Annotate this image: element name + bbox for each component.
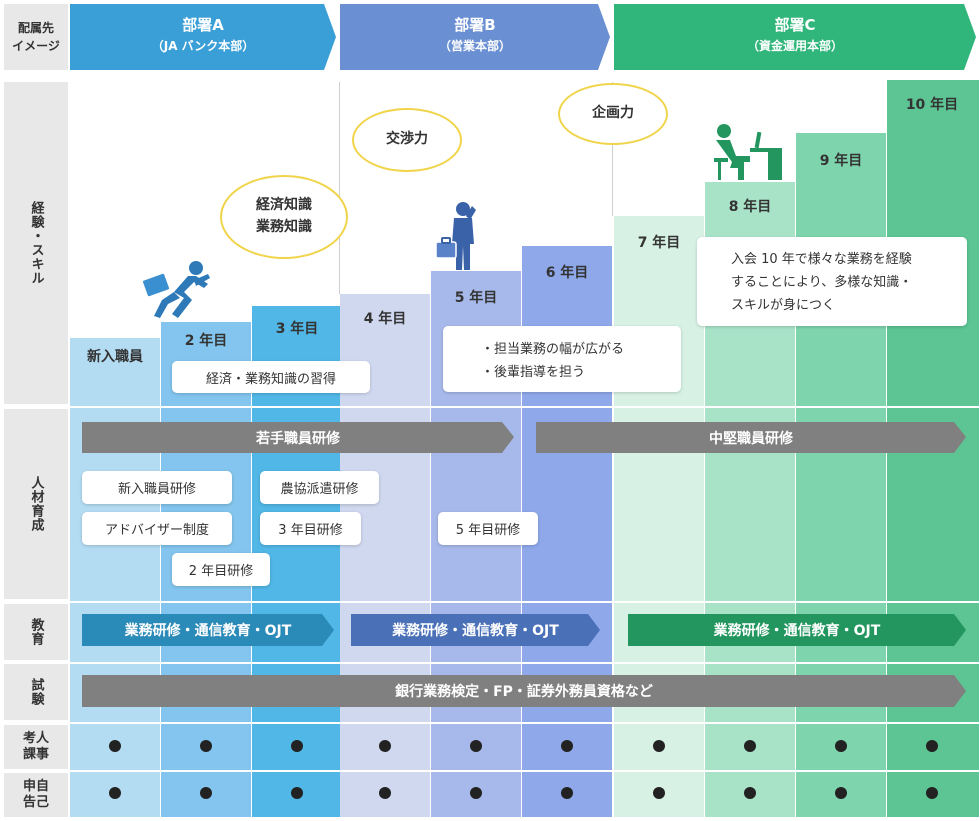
evaluation-dot-6: [561, 740, 573, 752]
self-report-dot-3: [291, 787, 303, 799]
skill-bubble-negotiation: 交渉力: [352, 108, 462, 172]
department-c: 部署C （資金運用本部）: [614, 14, 976, 54]
department-c-sub: （資金運用本部）: [746, 39, 843, 53]
desk-worker-icon: [714, 124, 782, 180]
edu-arrow-a: [82, 614, 334, 646]
year-label-8: 8 年目: [728, 199, 772, 215]
edu-label-a: 業務研修・通信教育・OJT: [124, 623, 292, 639]
row-label-edu: 教育: [4, 604, 68, 660]
evaluation-dot-9: [835, 740, 847, 752]
evaluation-dot-2: [200, 740, 212, 752]
mid-training-label: 中堅職員研修: [709, 430, 793, 447]
skill-note-c: 入会 10 年で様々な業務を経験 することにより、多様な知識・ スキルが身につく: [697, 237, 967, 326]
mid-training-arrow: [536, 422, 966, 453]
row-label-exam-text: 試験: [28, 678, 44, 706]
department-c-arrow: [614, 4, 976, 70]
year-column-7: [614, 216, 704, 817]
self-report-dot-9: [835, 787, 847, 799]
year-label-6: 6 年目: [545, 265, 589, 281]
running-person-icon: [141, 261, 210, 318]
exam-label: 銀行業務検定・FP・証券外務員資格など: [395, 684, 653, 700]
row-label-exam: 試験: [4, 664, 68, 720]
year-label-5: 5 年目: [454, 290, 498, 306]
year-label-2: 2 年目: [184, 333, 228, 349]
self-report-dot-4: [379, 787, 391, 799]
training-card-advisor: アドバイザー制度: [82, 512, 232, 545]
department-c-name: 部署C: [774, 16, 816, 34]
training-card-new-staff: 新入職員研修: [82, 471, 232, 504]
standing-person-icon: [435, 202, 476, 270]
evaluation-dot-7: [653, 740, 665, 752]
year-label-9: 9 年目: [819, 153, 863, 169]
department-divider-1: [339, 82, 340, 294]
department-b-sub: （営業本部）: [438, 39, 511, 53]
department-b-arrow: [340, 4, 610, 70]
row-label-skill-text: 経験・スキル: [28, 201, 44, 285]
department-a-arrow: [70, 4, 336, 70]
department-a-sub: （JA バンク本部）: [151, 39, 255, 53]
edu-label-c: 業務研修・通信教育・OJT: [713, 623, 881, 639]
evaluation-dot-8: [744, 740, 756, 752]
year-label-1: 新入職員: [87, 349, 143, 365]
self-report-dot-10: [926, 787, 938, 799]
self-report-dot-2: [200, 787, 212, 799]
row-label-edu-text: 教育: [28, 618, 44, 646]
self-report-dot-7: [653, 787, 665, 799]
row-separator-5: [70, 770, 980, 772]
training-card-2nd-year: 2 年目研修: [172, 553, 270, 586]
department-divider-2: [612, 82, 613, 216]
young-training-arrow: [82, 422, 514, 453]
row-separator-3: [70, 662, 980, 664]
training-card-5th-year: 5 年目研修: [438, 512, 538, 545]
department-header: [70, 4, 976, 70]
row-label-hr: 人材育成: [4, 409, 68, 599]
skill-bubble-knowledge: 経済知識 業務知識: [220, 175, 348, 259]
year-label-7: 7 年目: [637, 235, 681, 251]
row-separator-1: [70, 406, 980, 408]
training-card-ja-dispatch: 農協派遣研修: [260, 471, 379, 504]
row-label-self: 申自 告己: [4, 773, 68, 817]
row-separator-2: [70, 601, 980, 603]
header-label: 配属先 イメージ: [4, 4, 68, 70]
evaluation-dot-1: [109, 740, 121, 752]
row-label-eval: 考人 課事: [4, 725, 68, 769]
row-label-skill: 経験・スキル: [4, 82, 68, 404]
edu-arrow-c: [628, 614, 966, 646]
evaluation-dot-5: [470, 740, 482, 752]
self-report-dot-5: [470, 787, 482, 799]
self-report-dot-1: [109, 787, 121, 799]
year-label-4: 4 年目: [363, 311, 407, 327]
self-report-dot-8: [744, 787, 756, 799]
edu-label-b: 業務研修・通信教育・OJT: [392, 623, 559, 639]
year-label-10: 10 年目: [905, 97, 959, 113]
young-training-label: 若手職員研修: [256, 430, 340, 447]
evaluation-dot-10: [926, 740, 938, 752]
edu-arrow-b: [351, 614, 600, 646]
skill-note-b: ・担当業務の幅が広がる ・後輩指導を担う: [443, 326, 681, 392]
department-b: 部署B （営業本部）: [340, 14, 610, 54]
exam-arrow: [82, 675, 966, 707]
training-card-3rd-year: 3 年目研修: [260, 512, 361, 545]
department-b-name: 部署B: [454, 16, 496, 34]
evaluation-dot-3: [291, 740, 303, 752]
skill-note-a: 経済・業務知識の習得: [172, 361, 370, 393]
row-label-hr-text: 人材育成: [28, 476, 44, 532]
year-label-3: 3 年目: [275, 321, 319, 337]
evaluation-dot-4: [379, 740, 391, 752]
skill-bubble-planning: 企画力: [558, 83, 668, 145]
year-column-1: [70, 338, 160, 817]
row-separator-4: [70, 722, 980, 724]
self-report-dot-6: [561, 787, 573, 799]
department-a: 部署A （JA バンク本部）: [70, 14, 336, 54]
department-a-name: 部署A: [182, 16, 224, 34]
